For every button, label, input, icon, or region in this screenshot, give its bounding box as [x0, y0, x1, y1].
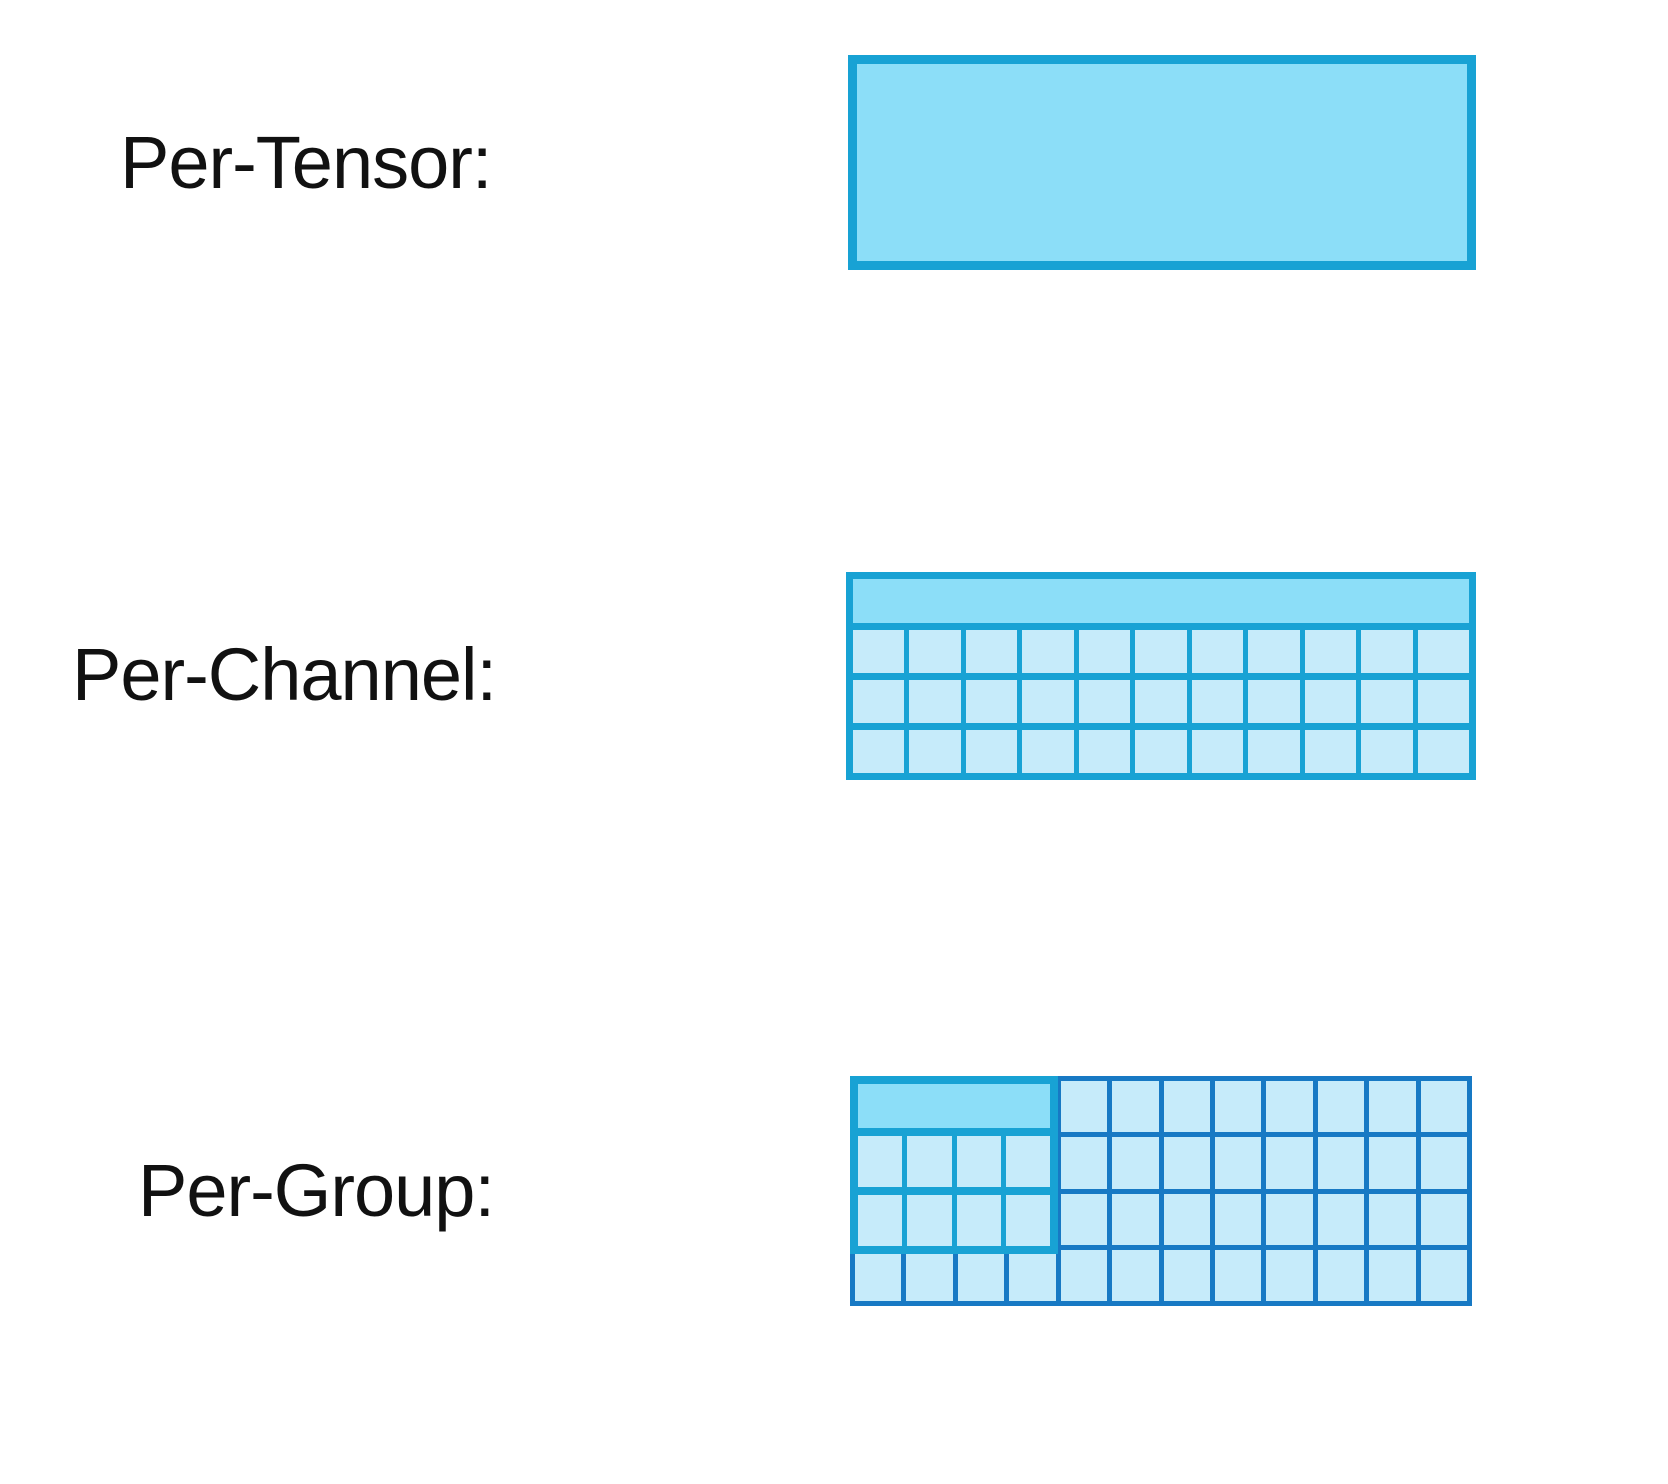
per-group-cell [1112, 1249, 1159, 1301]
per-group-highlight-cell [956, 1136, 1001, 1187]
per-channel-cell [1022, 730, 1074, 773]
per-channel-label: Per-Channel: [72, 633, 497, 716]
per-group-cell [1163, 1137, 1210, 1189]
per-channel-cell [1304, 680, 1357, 723]
per-channel-highlight-row [853, 579, 1469, 623]
per-channel-grid-row [853, 630, 1469, 673]
per-channel-cell [1417, 680, 1469, 723]
per-group-cell [1420, 1249, 1468, 1301]
per-group-cell [1163, 1193, 1210, 1245]
per-group-cell [1060, 1249, 1108, 1301]
per-channel-cell [1361, 680, 1413, 723]
per-group-cell [1112, 1137, 1159, 1189]
per-group-cell [1317, 1137, 1365, 1189]
per-group-cell [1266, 1137, 1313, 1189]
per-group-block [850, 1076, 1472, 1306]
per-channel-cell [1191, 630, 1244, 673]
per-channel-cell [1417, 730, 1469, 773]
per-channel-cell [965, 680, 1018, 723]
per-group-highlight-row [858, 1195, 1050, 1246]
per-group-cell [1420, 1081, 1468, 1133]
per-channel-cell [909, 630, 961, 673]
per-group-cell [1163, 1081, 1210, 1133]
per-group-highlight-cell [907, 1195, 952, 1246]
per-group-highlight-box [850, 1076, 1058, 1254]
per-channel-cell [1135, 680, 1187, 723]
per-group-cell [1420, 1193, 1468, 1245]
per-group-highlight-cell [858, 1136, 903, 1187]
per-group-cell [1009, 1249, 1056, 1301]
per-group-cell [1214, 1249, 1262, 1301]
per-group-cell [1266, 1249, 1313, 1301]
per-group-cell [1163, 1249, 1210, 1301]
per-group-cell [1060, 1081, 1108, 1133]
per-group-cell [1214, 1193, 1262, 1245]
per-channel-cell [1022, 630, 1074, 673]
per-group-cell [855, 1249, 902, 1301]
per-group-cell [1060, 1193, 1108, 1245]
per-group-cell [1369, 1249, 1416, 1301]
per-channel-cell [1248, 680, 1300, 723]
per-channel-cell [1304, 730, 1357, 773]
per-group-cell [957, 1249, 1005, 1301]
per-channel-cell [1248, 730, 1300, 773]
per-group-cell [1266, 1193, 1313, 1245]
per-channel-cell [853, 730, 905, 773]
per-group-highlight-cell [858, 1195, 903, 1246]
per-group-highlight-cell [1005, 1136, 1050, 1187]
per-channel-cell [1248, 630, 1300, 673]
per-channel-cell [1361, 730, 1413, 773]
per-group-cell [1369, 1193, 1416, 1245]
per-channel-block [846, 572, 1476, 780]
per-group-cell [1266, 1081, 1313, 1133]
per-group-grid-row [855, 1249, 1468, 1301]
per-group-highlight-cell [1005, 1195, 1050, 1246]
per-group-cell [1060, 1137, 1108, 1189]
per-channel-cell [1078, 680, 1131, 723]
per-group-highlight-merged-row [858, 1084, 1050, 1128]
per-channel-cell [1022, 680, 1074, 723]
per-group-highlight-cell [956, 1195, 1001, 1246]
per-group-cell [1317, 1081, 1365, 1133]
per-channel-cell [965, 630, 1018, 673]
per-tensor-block [848, 55, 1476, 270]
per-group-cell [1214, 1081, 1262, 1133]
per-channel-cell [853, 680, 905, 723]
per-tensor-label: Per-Tensor: [120, 121, 492, 204]
per-channel-cell [1361, 630, 1413, 673]
per-group-cell [1317, 1193, 1365, 1245]
per-channel-cell [1135, 730, 1187, 773]
per-group-cell [1369, 1081, 1416, 1133]
per-channel-grid-row [853, 680, 1469, 723]
per-channel-cell [909, 680, 961, 723]
per-channel-cell [1191, 730, 1244, 773]
per-group-cell [1112, 1081, 1159, 1133]
per-group-cell [906, 1249, 953, 1301]
per-channel-cell [1191, 680, 1244, 723]
per-group-cell [1112, 1193, 1159, 1245]
per-group-cell [1214, 1137, 1262, 1189]
per-channel-cell [1078, 730, 1131, 773]
per-group-cell [1369, 1137, 1416, 1189]
per-channel-cell [1135, 630, 1187, 673]
per-channel-cell [1417, 630, 1469, 673]
per-channel-cell [965, 730, 1018, 773]
per-channel-cell [853, 630, 905, 673]
per-group-cell [1317, 1249, 1365, 1301]
per-group-highlight-cell [907, 1136, 952, 1187]
per-channel-grid-row [853, 730, 1469, 773]
per-channel-cell [1304, 630, 1357, 673]
per-group-cell [1420, 1137, 1468, 1189]
per-group-highlight-row [858, 1136, 1050, 1187]
per-group-label: Per-Group: [138, 1149, 495, 1232]
per-channel-cell [1078, 630, 1131, 673]
per-channel-cell [909, 730, 961, 773]
